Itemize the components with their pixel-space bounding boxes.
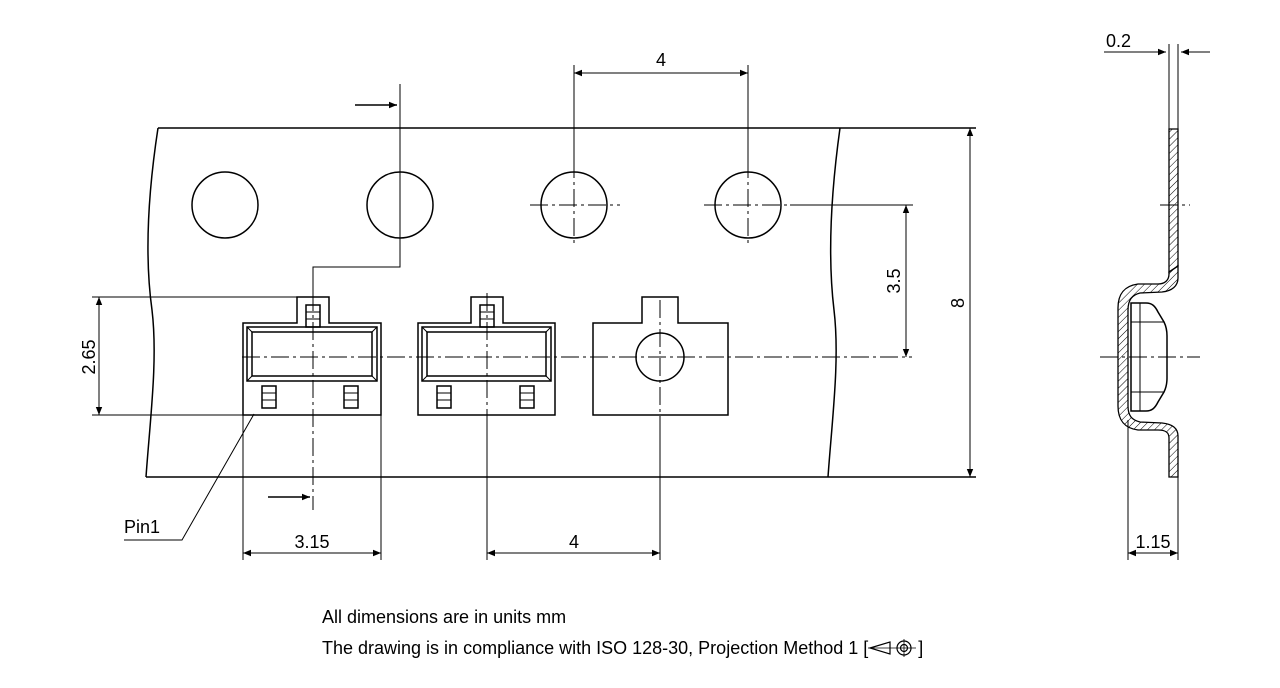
hole-centerlines [399, 160, 790, 245]
compliance-text-end: ] [918, 638, 924, 658]
pin1-label: Pin1 [124, 517, 160, 537]
pocket-with-component-2 [417, 293, 556, 420]
projection-method-symbol-icon [868, 639, 917, 657]
dimension-label: 3.15 [294, 532, 329, 552]
alignment-leader [268, 84, 401, 501]
sprocket-hole [191, 171, 259, 239]
dimension-tape-width: 8 [948, 128, 974, 477]
pocket-empty [592, 296, 729, 420]
dimension-label: 4 [656, 50, 666, 70]
dimension-label: 1.15 [1135, 532, 1170, 552]
carrier-tape [145, 127, 976, 478]
dimension-pitch-top: 4 [573, 50, 749, 168]
compliance-note: The drawing is in compliance with ISO 12… [322, 637, 923, 659]
pocket-with-component-1 [242, 293, 382, 510]
dimension-label: 2.65 [79, 339, 99, 374]
dimension-label: 4 [569, 532, 579, 552]
pin1-callout: Pin1 [124, 413, 255, 541]
units-note: All dimensions are in units mm [322, 607, 567, 627]
dimension-hole-to-pocket: 3.5 [790, 204, 913, 357]
sprocket-holes [191, 171, 782, 239]
dimension-pocket-width: 3.15 [242, 415, 382, 560]
side-section-view: 0.2 1.15 [1100, 31, 1210, 560]
compliance-text: The drawing is in compliance with ISO 12… [322, 638, 869, 658]
dimension-label: 3.5 [884, 268, 904, 293]
dimension-label: 8 [948, 298, 968, 308]
dimension-pitch-bottom: 4 [486, 420, 661, 560]
dimension-pocket-height: 2.65 [79, 296, 297, 416]
dimension-label: 0.2 [1106, 31, 1131, 51]
